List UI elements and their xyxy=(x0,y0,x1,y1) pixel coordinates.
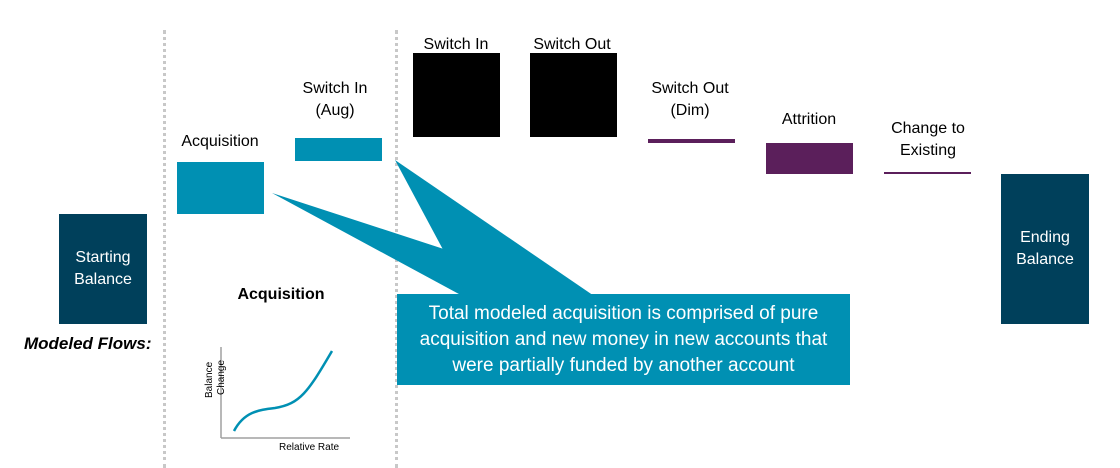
mini-chart: Balance Change Relative Rate xyxy=(204,347,350,453)
change-to-existing-bar xyxy=(884,172,971,174)
switch-in-label: Switch In xyxy=(423,36,489,53)
mini-chart-x-label: Relative Rate xyxy=(279,442,339,453)
switch-out-bar xyxy=(530,53,617,137)
ending-balance-label: Ending Balance xyxy=(1016,229,1074,268)
starting-balance-bar: Starting Balance xyxy=(59,214,147,324)
acquisition-label: Acquisition xyxy=(181,133,259,150)
ending-balance-bar: Ending Balance xyxy=(1001,174,1089,324)
attrition-bar xyxy=(766,143,853,174)
callout-box: Total modeled acquisition is comprised o… xyxy=(397,294,850,385)
mini-chart-title: Acquisition xyxy=(237,286,325,303)
acquisition-bar xyxy=(177,162,264,214)
switch-out-dim-bar xyxy=(648,139,735,143)
switch-in-aug-label: Switch In (Aug) xyxy=(302,80,368,119)
switch-out-dim-label: Switch Out (Dim) xyxy=(651,80,729,119)
change-to-existing-label: Change to Existing xyxy=(891,120,965,159)
mini-chart-y-label-balance: Balance xyxy=(204,361,215,398)
divider-left xyxy=(163,30,166,468)
switch-in-aug-bar xyxy=(295,138,382,161)
switch-in-bar xyxy=(413,53,500,137)
switch-out-label: Switch Out xyxy=(533,36,611,53)
starting-balance-label: Starting Balance xyxy=(74,249,132,288)
attrition-label: Attrition xyxy=(781,111,837,128)
mini-chart-curve xyxy=(232,350,334,432)
callout-pointer-switch-in xyxy=(395,160,600,300)
callout-text: Total modeled acquisition is comprised o… xyxy=(419,302,828,376)
mini-chart-y-label-change: Change xyxy=(216,360,227,395)
modeled-flows-label: Modeled Flows: xyxy=(24,334,152,353)
